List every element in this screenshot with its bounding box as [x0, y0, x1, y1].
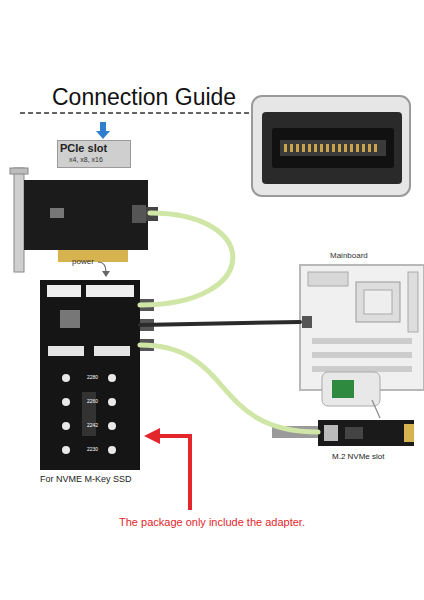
- connector-zoom: [252, 96, 410, 196]
- mainboard-label: Mainboard: [330, 251, 368, 260]
- length-mark: 2260: [87, 398, 98, 404]
- insert-arrow: [96, 122, 110, 139]
- length-mark: 2280: [87, 374, 98, 380]
- pcie-card-node: PCIe slot x4, x8, x16: [15, 138, 150, 264]
- slot-sizes: x4, x8, x16: [69, 156, 103, 163]
- adapter-board: [40, 280, 154, 470]
- pcie-card: [10, 168, 158, 272]
- package-note: The package only include the adapter.: [0, 516, 424, 528]
- adapter-node: For NVME M-Key SSD: [40, 278, 140, 490]
- m2-label: M.2 NVMe slot: [332, 452, 384, 461]
- slot-label: PCIe slot: [60, 142, 107, 154]
- length-mark: 2242: [87, 422, 98, 428]
- cable: [140, 213, 233, 305]
- title-underline: [20, 112, 262, 114]
- mainboard-node: Mainboard: [300, 248, 424, 392]
- mainboard-illustration: [300, 265, 424, 390]
- power-label: power: [72, 257, 94, 266]
- m2-adapter: [272, 372, 414, 446]
- length-mark: 2230: [87, 446, 98, 452]
- power-pointer: [98, 262, 106, 272]
- red-pointer: [144, 428, 190, 510]
- diagram-title: Connection Guide: [52, 84, 236, 111]
- adapter-caption: For NVME M-Key SSD: [40, 474, 132, 484]
- cable: [140, 322, 300, 325]
- cable: [140, 345, 318, 432]
- m2-slot-node: M.2 NVMe slot: [318, 418, 415, 468]
- power-pointer-head: [102, 271, 110, 277]
